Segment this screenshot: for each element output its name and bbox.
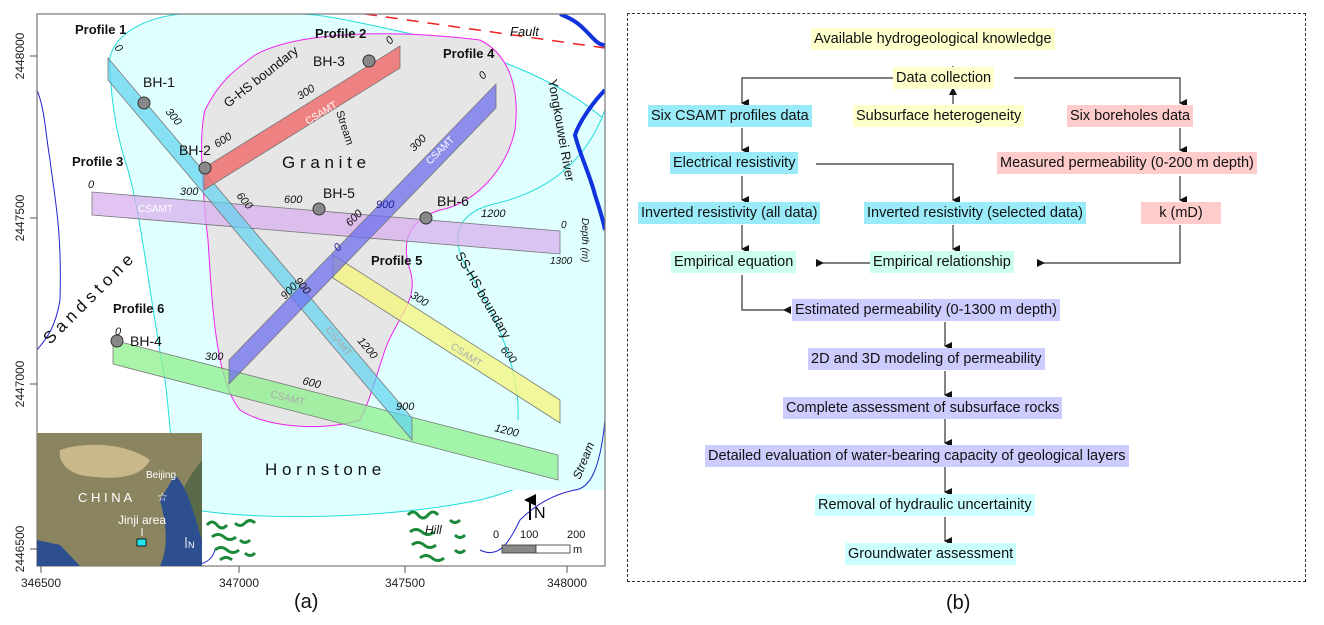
svg-text:N: N (188, 540, 195, 550)
box-hydrogeological-knowledge: Available hydrogeological knowledge (811, 28, 1055, 50)
box-subsurface-heterogeneity: Subsurface heterogeneity (853, 105, 1025, 127)
box-estimated-permeability: Estimated permeability (0-1300 m depth) (792, 299, 1060, 321)
box-modeling: 2D and 3D modeling of permeability (808, 348, 1045, 370)
y-tick-2447000: 2447000 (13, 360, 27, 407)
p3-dist-300: 300 (180, 186, 199, 198)
hill-label: Hill (425, 523, 442, 537)
svg-text:N: N (534, 505, 546, 522)
map-frame (36, 13, 606, 567)
profile-4-label: Profile 4 (443, 46, 495, 61)
profile-3-tag: CSAMT (138, 204, 173, 215)
p6-dist-1200: 1200 (493, 422, 521, 440)
bh3-label: BH-3 (313, 53, 345, 69)
svg-text:0: 0 (493, 529, 499, 541)
svg-text:100: 100 (520, 529, 538, 541)
north-arrow: N (524, 494, 546, 522)
box-boreholes-data: Six boreholes data (1067, 105, 1194, 127)
location-inset: C H I N A Beijing ☆ Jinji area N (37, 433, 202, 566)
box-csamt-data: Six CSAMT profiles data (648, 105, 812, 127)
panel-b-label: (b) (946, 592, 971, 614)
bh5-label: BH-5 (323, 185, 355, 201)
p1-dist-900b: 900 (396, 401, 415, 413)
borehole-bh4 (110, 334, 124, 348)
box-electrical-resistivity: Electrical resistivity (670, 152, 799, 174)
profile-2-label: Profile 2 (315, 26, 366, 41)
borehole-bh3 (362, 54, 376, 68)
box-data-collection: Data collection (893, 67, 995, 89)
boreholes (110, 54, 433, 348)
box-detailed-evaluation: Detailed evaluation of water-bearing cap… (705, 445, 1129, 467)
workflow-panel (627, 13, 1306, 582)
profile-3-label: Profile 3 (72, 154, 123, 169)
scale-bar: 0 100 200 m (493, 529, 585, 556)
profile-2-band (203, 45, 401, 191)
p4-dist-300b: 300 (205, 351, 224, 363)
x-tick-348000: 348000 (547, 576, 587, 590)
p6-dist-600: 600 (301, 375, 323, 391)
p3-dist-0: 0 (88, 179, 95, 191)
svg-text:200: 200 (567, 529, 585, 541)
y-tick-2448000: 2448000 (13, 32, 27, 79)
bh1-label: BH-1 (143, 74, 175, 90)
svg-text:m: m (573, 544, 582, 556)
profile-1-label: Profile 1 (75, 22, 126, 37)
box-k-md: k (mD) (1141, 202, 1221, 224)
panel-a-label: (a) (294, 591, 318, 613)
borehole-bh2 (198, 161, 212, 175)
profile-4-band (228, 83, 497, 385)
svg-text:Beijing: Beijing (146, 470, 176, 481)
svg-text:C H I N A: C H I N A (78, 490, 133, 505)
west-stream (37, 89, 61, 351)
box-inverted-all: Inverted resistivity (all data) (638, 202, 821, 224)
profile-3-band (91, 191, 561, 255)
box-complete-assessment: Complete assessment of subsurface rocks (783, 397, 1063, 419)
study-area-map: 346500 347000 347500 348000 2448000 2447… (13, 13, 606, 613)
depth-top: 0 (561, 220, 567, 231)
bh2-label: BH-2 (179, 142, 211, 158)
box-groundwater-assessment: Groundwater assessment (845, 543, 1017, 565)
p6-dist-0: 0 (115, 326, 122, 338)
hill-south (406, 510, 467, 562)
x-tick-347500: 347500 (385, 576, 425, 590)
box-measured-permeability: Measured permeability (0-200 m depth) (997, 152, 1257, 174)
borehole-bh1 (137, 96, 151, 110)
depth-bottom: 1300 (550, 256, 573, 267)
svg-text:☆: ☆ (157, 490, 168, 504)
svg-text:Jinji area: Jinji area (118, 513, 166, 527)
p3-dist-600: 600 (284, 194, 303, 206)
p4-dist-900: 900 (376, 199, 395, 211)
profile-5-label: Profile 5 (371, 253, 422, 268)
borehole-bh6 (419, 211, 433, 225)
hill-southwest (205, 519, 257, 562)
y-tick-2447500: 2447500 (13, 194, 27, 241)
x-tick-347000: 347000 (219, 576, 259, 590)
fault-label: Fault (510, 24, 540, 39)
yongkouwei-river (559, 14, 605, 47)
x-tick-346500: 346500 (21, 576, 61, 590)
depth-label: Depth (m) (579, 218, 590, 262)
x-axis: 346500 347000 347500 348000 (21, 566, 587, 590)
p3-dist-1200: 1200 (481, 208, 506, 220)
borehole-bh5 (312, 202, 326, 216)
bh4-label: BH-4 (130, 333, 162, 349)
profile-6-label: Profile 6 (113, 301, 164, 316)
box-removal-uncertainty: Removal of hydraulic uncertainity (815, 494, 1035, 516)
box-empirical-equation: Empirical equation (671, 251, 797, 273)
bh6-label: BH-6 (437, 193, 469, 209)
hornstone-label: H o r n s t o n e (265, 460, 381, 479)
box-inverted-selected: Inverted resistivity (selected data) (864, 202, 1086, 224)
y-tick-2446500: 2446500 (13, 525, 27, 572)
y-axis: 2448000 2447500 2447000 2446500 (13, 32, 37, 572)
granite-label: G r a n i t e (282, 153, 366, 172)
box-empirical-relationship: Empirical relationship (870, 251, 1014, 273)
ss-hs-white (450, 110, 605, 490)
